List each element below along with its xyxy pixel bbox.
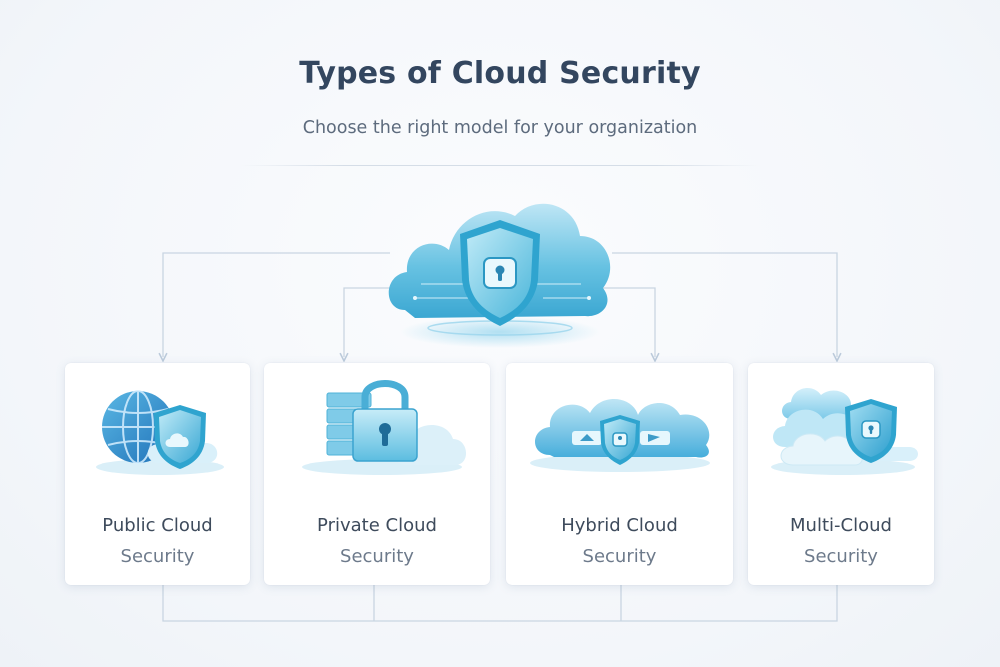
connector-public — [163, 252, 390, 357]
connector-bottom-bus — [162, 585, 838, 622]
clouds-shield-icon — [506, 371, 733, 491]
card-subtitle: Security — [582, 546, 657, 567]
card-multi-cloud[interactable]: Multi-Cloud Security — [748, 363, 934, 585]
card-private-cloud[interactable]: Private Cloud Security — [264, 363, 490, 585]
card-subtitle: Security — [804, 546, 878, 567]
server-padlock-icon — [264, 371, 490, 491]
page-subtitle: Choose the right model for your organiza… — [302, 118, 698, 138]
card-title: Public Cloud — [102, 515, 213, 536]
card-subtitle: Security — [120, 546, 195, 567]
card-public-cloud[interactable]: Public Cloud Security — [65, 363, 250, 585]
card-hybrid-cloud[interactable]: Hybrid Cloud Security — [506, 363, 733, 585]
connector-multi — [612, 252, 837, 357]
connector-private — [344, 287, 404, 357]
card-title: Hybrid Cloud — [561, 515, 678, 536]
page-title: Types of Cloud Security — [299, 56, 701, 91]
card-subtitle: Security — [340, 546, 414, 567]
header-divider — [240, 165, 760, 166]
globe-shield-icon — [65, 371, 250, 491]
stacked-clouds-shield-icon — [748, 371, 934, 491]
card-title: Multi-Cloud — [790, 515, 892, 536]
card-title: Private Cloud — [317, 515, 437, 536]
hub-cloud-shield-icon — [375, 180, 625, 360]
connector-hybrid — [596, 287, 655, 357]
